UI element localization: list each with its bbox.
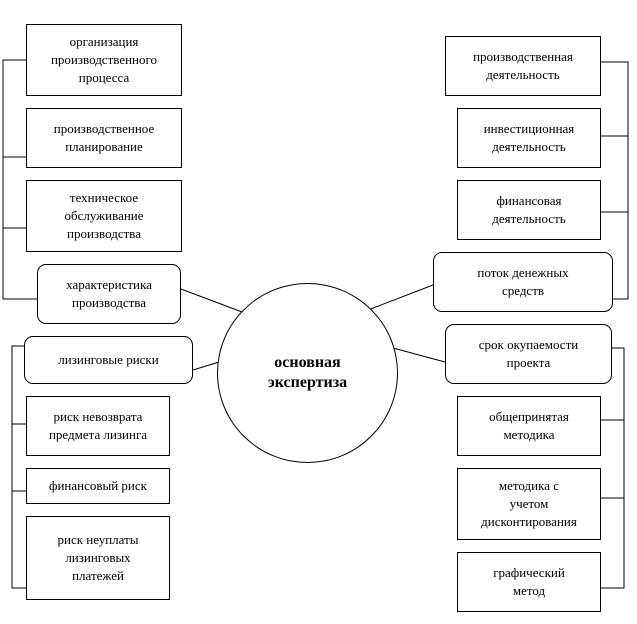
box-production-planning: производственное планирование xyxy=(26,108,182,168)
box-financial-risk: финансовый риск xyxy=(26,468,170,504)
connector-right-bottom-bracket xyxy=(601,347,625,589)
connector-left-bottom-bracket xyxy=(11,345,26,589)
box-financial-activity: финансовая деятельность xyxy=(457,180,601,240)
box-risk-non-payment: риск неуплаты лизинговых платежей xyxy=(26,516,170,600)
center-main-expertise: основная экспертиза xyxy=(217,283,398,463)
box-payback-period: срок окупаемости проекта xyxy=(445,324,612,384)
box-production-activity: производственная деятельность xyxy=(445,36,601,96)
box-leasing-risks: лизинговые риски xyxy=(24,336,193,384)
box-cash-flow: поток денежных средств xyxy=(433,252,613,312)
spoke-characteristic xyxy=(180,288,243,313)
box-risk-non-return: риск невозврата предмета лизинга xyxy=(26,396,170,456)
box-graphic-method: графический метод xyxy=(457,552,601,612)
spoke-leasing-risks xyxy=(192,361,220,371)
box-production-characteristic: характеристика производства xyxy=(37,264,181,324)
spoke-cash-flow xyxy=(367,284,434,311)
box-common-method: общепринятая методика xyxy=(457,396,601,456)
connector-left-top-bracket xyxy=(2,59,37,300)
box-production-process: организация производственного процесса xyxy=(26,24,182,96)
box-discount-method: методика с учетом дисконтирования xyxy=(457,468,601,540)
connector-right-top-bracket xyxy=(601,61,629,300)
spoke-payback xyxy=(392,347,446,363)
box-investment-activity: инвестиционная деятельность xyxy=(457,108,601,168)
box-production-maintenance: техническое обслуживание производства xyxy=(26,180,182,252)
